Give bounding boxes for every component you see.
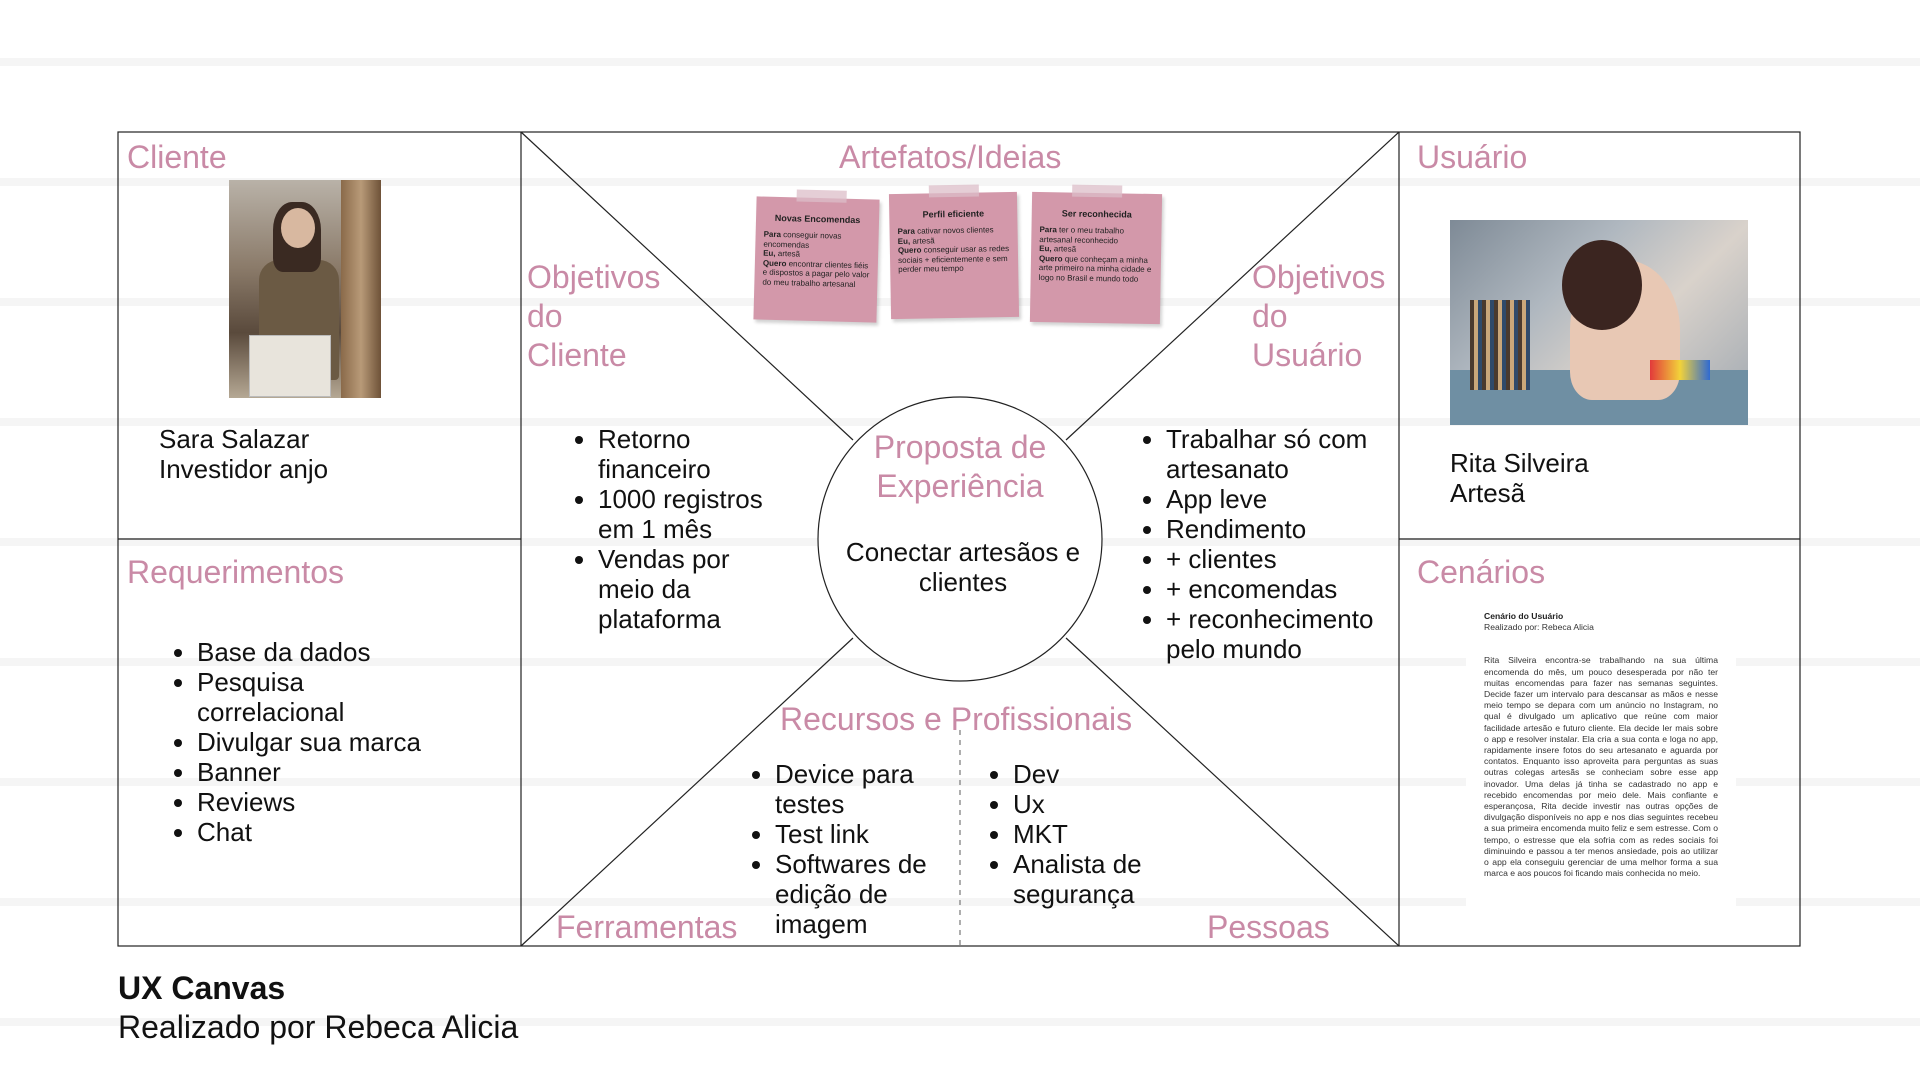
list-item: Reviews [197,787,437,817]
user-photo [1450,220,1748,425]
footer-subtitle: Realizado por Rebeca Alicia [118,1009,519,1045]
list-item: Dev [1013,759,1193,789]
diagonal-bottom-right [1065,637,1400,947]
background-stripe [0,178,1920,186]
client-name: Sara Salazar [159,424,310,454]
list-item: Pesquisa correlacional [197,667,437,727]
proposal-circle [817,396,1103,682]
user-name: Rita Silveira [1450,448,1589,478]
footer-title: UX Canvas [118,970,286,1006]
list-item: + clientes [1166,544,1416,574]
user-goals-list: Trabalhar só com artesanato App leve Ren… [1136,424,1416,664]
diagonal-top-right [1065,131,1400,441]
client-title: Cliente [127,139,227,175]
list-item: Device para testes [775,759,975,819]
sticky-note-title: Novas Encomendas [774,212,861,226]
list-item: 1000 registros em 1 mês [598,484,788,544]
resources-title: Recursos e Profissionais [780,701,1133,737]
list-item: Base da dados [197,637,437,667]
background-stripe [0,58,1920,66]
client-role: Investidor anjo [159,454,329,484]
list-item: Test link [775,819,975,849]
people-label: Pessoas [1207,909,1330,945]
people-list: Dev Ux MKT Analista de segurança [983,759,1193,909]
tools-list: Device para testes Test link Softwares d… [745,759,975,939]
sticky-note: Ser reconhecida Para ter o meu trabalho … [1029,184,1163,325]
sticky-note-title: Perfil eficiente [922,208,985,220]
requirements-list: Base da dados Pesquisa correlacional Div… [167,637,437,847]
proposal-title: Proposta de Experiência [873,429,1047,504]
list-item: + reconhecimento pelo mundo [1166,604,1416,664]
list-item: Vendas por meio da plataforma [598,544,788,634]
list-item: Trabalhar só com artesanato [1166,424,1416,484]
list-item: Softwares de edição de imagem [775,849,975,939]
scenario-document-body: Rita Silveira encontra-se trabalhando na… [1484,655,1718,879]
requirements-title: Requerimentos [127,554,344,590]
sticky-note: Novas Encomendas Para conseguir novas en… [753,189,880,323]
scenario-document-title: Cenário do Usuário [1484,611,1564,621]
list-item: Divulgar sua marca [197,727,437,757]
list-item: Retorno financeiro [598,424,788,484]
list-item: MKT [1013,819,1193,849]
list-item: Ux [1013,789,1193,819]
proposal-text: Conectar artesãos e clientes [845,537,1081,597]
scenarios-title: Cenários [1417,554,1546,590]
background-stripe [0,1018,1920,1026]
artifacts-title: Artefatos/Ideias [839,139,1062,175]
list-item: Banner [197,757,437,787]
tools-label: Ferramentas [556,909,738,945]
list-item: App leve [1166,484,1416,514]
list-item: Chat [197,817,437,847]
client-goals-list: Retorno financeiro 1000 registros em 1 m… [568,424,788,634]
client-goals-title: Objetivos do Cliente [527,259,661,373]
user-role: Artesã [1450,478,1526,508]
sticky-note: Perfil eficiente Para cativar novos clie… [888,184,1020,320]
client-photo [229,180,381,398]
scenario-document: Cenário do Usuário Realizado por: Rebeca… [1466,605,1736,917]
scenario-document-author: Realizado por: Rebeca Alicia [1484,622,1594,633]
list-item: Analista de segurança [1013,849,1193,909]
diagonal-bottom-left [520,637,854,947]
list-item: + encomendas [1166,574,1416,604]
diagonal-top-left [520,131,854,441]
list-item: Rendimento [1166,514,1416,544]
user-goals-title: Objetivos do Usuário [1252,259,1386,373]
sticky-note-title: Ser reconhecida [1061,208,1132,220]
user-title: Usuário [1417,139,1528,175]
